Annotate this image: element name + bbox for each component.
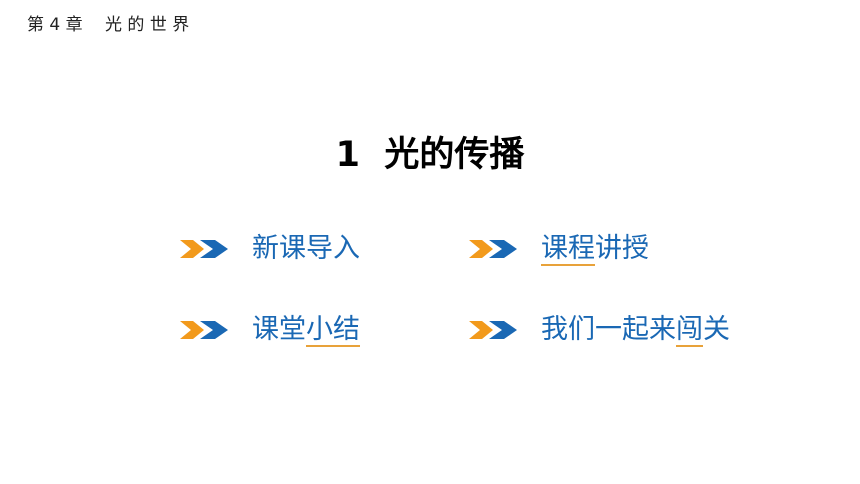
chapter-header: 第 4 章 光 的 世 界 — [27, 15, 190, 35]
menu-item-new-lesson[interactable]: 新课导入 — [180, 231, 360, 267]
menu-label: 课程讲授 — [541, 233, 649, 266]
menu-item-summary[interactable]: 课堂小结 — [180, 312, 360, 348]
menu-label: 新课导入 — [252, 233, 360, 264]
double-chevron-right-icon — [180, 319, 230, 341]
underlined-text: 课程 — [541, 233, 595, 266]
double-chevron-right-icon — [180, 238, 230, 260]
double-chevron-right-icon — [469, 319, 519, 341]
menu-item-challenge[interactable]: 我们一起来闯关 — [469, 312, 730, 348]
underlined-text: 小结 — [306, 314, 360, 347]
lesson-title: 1 光的传播 — [335, 135, 525, 175]
menu-label: 课堂小结 — [252, 314, 360, 347]
double-chevron-right-icon — [469, 238, 519, 260]
menu-label: 我们一起来闯关 — [541, 314, 730, 347]
underlined-text: 闯 — [676, 314, 703, 347]
menu-item-lecture[interactable]: 课程讲授 — [469, 231, 649, 267]
